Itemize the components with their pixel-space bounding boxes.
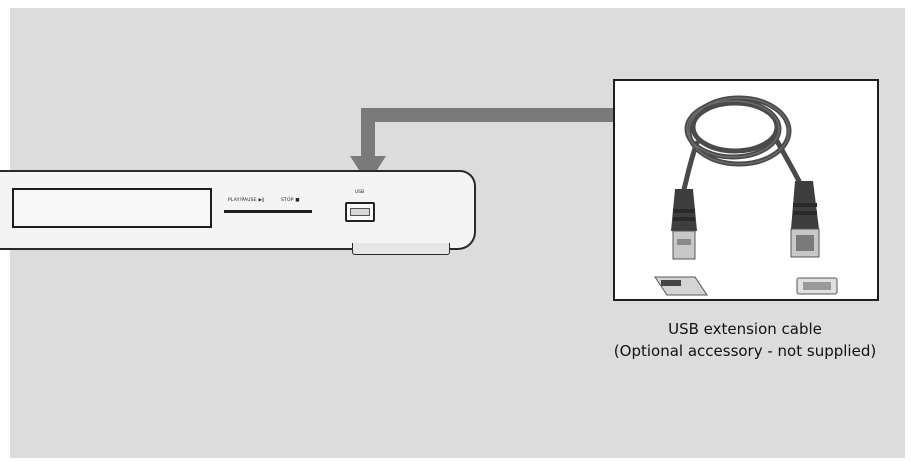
usb-female-plug — [790, 181, 820, 258]
dvd-player: PLAY/PAUSE ▶‖ STOP ■ USB — [0, 170, 476, 250]
player-stand — [352, 243, 450, 255]
control-strip — [224, 210, 312, 213]
playpause-label: PLAY/PAUSE ▶‖ — [228, 198, 265, 203]
caption-note: (Optional accessory - not supplied) — [613, 342, 877, 360]
cable-photo — [613, 79, 879, 301]
caption-title: USB extension cable — [668, 320, 822, 338]
usb-port-slot — [350, 208, 370, 216]
usb-label: USB — [355, 190, 365, 195]
arrow-shaft — [361, 108, 613, 158]
usb-male-plug — [671, 189, 697, 260]
stop-label: STOP ■ — [281, 198, 300, 203]
usb-port — [345, 202, 375, 222]
cable-caption: USB extension cable (Optional accessory … — [590, 318, 900, 362]
connector-end-views — [654, 276, 838, 296]
usb-cable-illustration — [654, 95, 838, 296]
disc-tray — [12, 188, 212, 228]
